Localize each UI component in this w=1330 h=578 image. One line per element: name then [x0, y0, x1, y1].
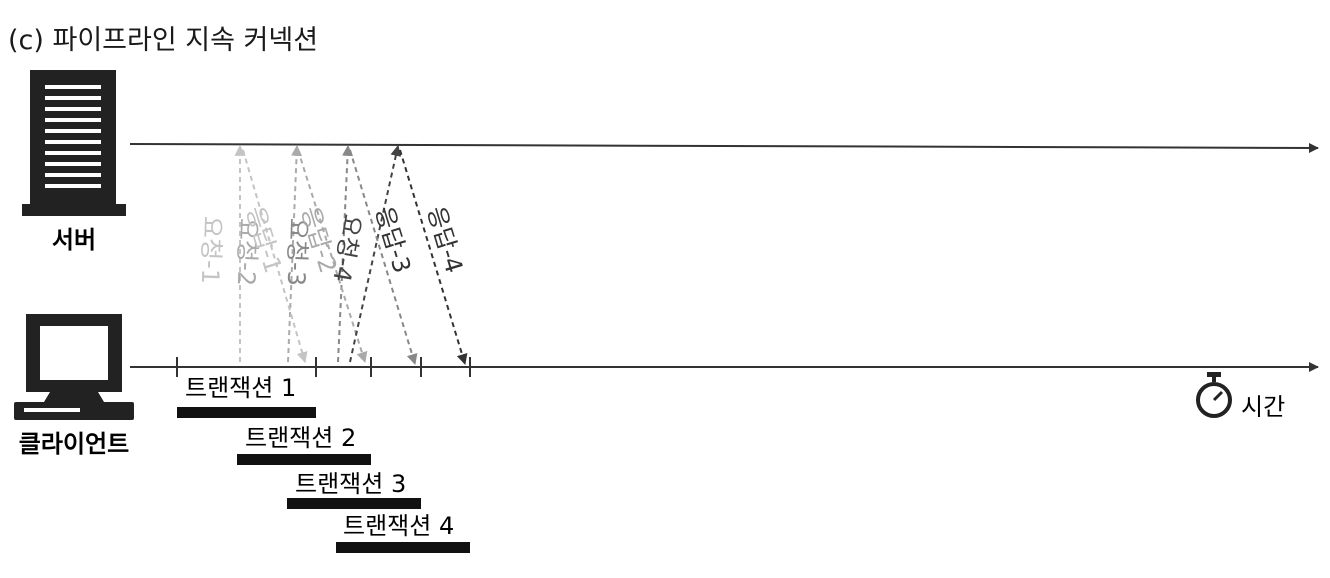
request-4-label: 요청-4	[327, 212, 366, 284]
desktop-computer-icon	[14, 314, 134, 420]
response-1-arrow	[242, 149, 308, 364]
transaction-4: 트랜잭션 4	[336, 512, 470, 553]
response-2-arrow	[297, 149, 368, 364]
server-tower-icon	[22, 70, 126, 216]
time-label: 시간	[1241, 393, 1285, 421]
client-timeline-ticks	[176, 357, 471, 377]
server-timeline	[129, 142, 1319, 153]
transaction-label: 트랜잭션 2	[245, 424, 356, 452]
transaction-bar	[336, 542, 470, 553]
request-3-label: 요청-3	[282, 218, 312, 287]
server-label: 서버	[52, 226, 96, 254]
diagram-title: (c) 파이프라인 지속 커넥션	[8, 25, 318, 56]
request-3-arrow	[337, 144, 354, 363]
stopwatch-icon	[1196, 372, 1232, 418]
transaction-2: 트랜잭션 2	[237, 424, 371, 465]
request-4-arrow	[349, 144, 402, 363]
request-2-label: 요청-2	[232, 218, 262, 287]
message-labels: 요청-1 요청-2 응답-1 요청-3 응답-2 요청-4 응답-3 응답-4	[196, 203, 468, 286]
request-1-label: 요청-1	[196, 216, 226, 285]
response-3-arrow	[349, 149, 418, 366]
transaction-bar	[287, 498, 421, 509]
request-2-arrow	[287, 144, 303, 363]
transaction-label: 트랜잭션 4	[343, 512, 454, 540]
client-label: 클라이언트	[19, 430, 129, 458]
transaction-label: 트랜잭션 3	[295, 470, 406, 498]
transaction-bar	[237, 454, 371, 465]
transaction-bar	[177, 407, 316, 418]
message-arrows	[234, 144, 468, 366]
transaction-3: 트랜잭션 3	[287, 470, 421, 509]
response-4-label: 응답-4	[422, 203, 469, 276]
transaction-1: 트랜잭션 1	[177, 374, 316, 418]
response-4-arrow	[399, 149, 468, 366]
transaction-label: 트랜잭션 1	[185, 374, 296, 402]
